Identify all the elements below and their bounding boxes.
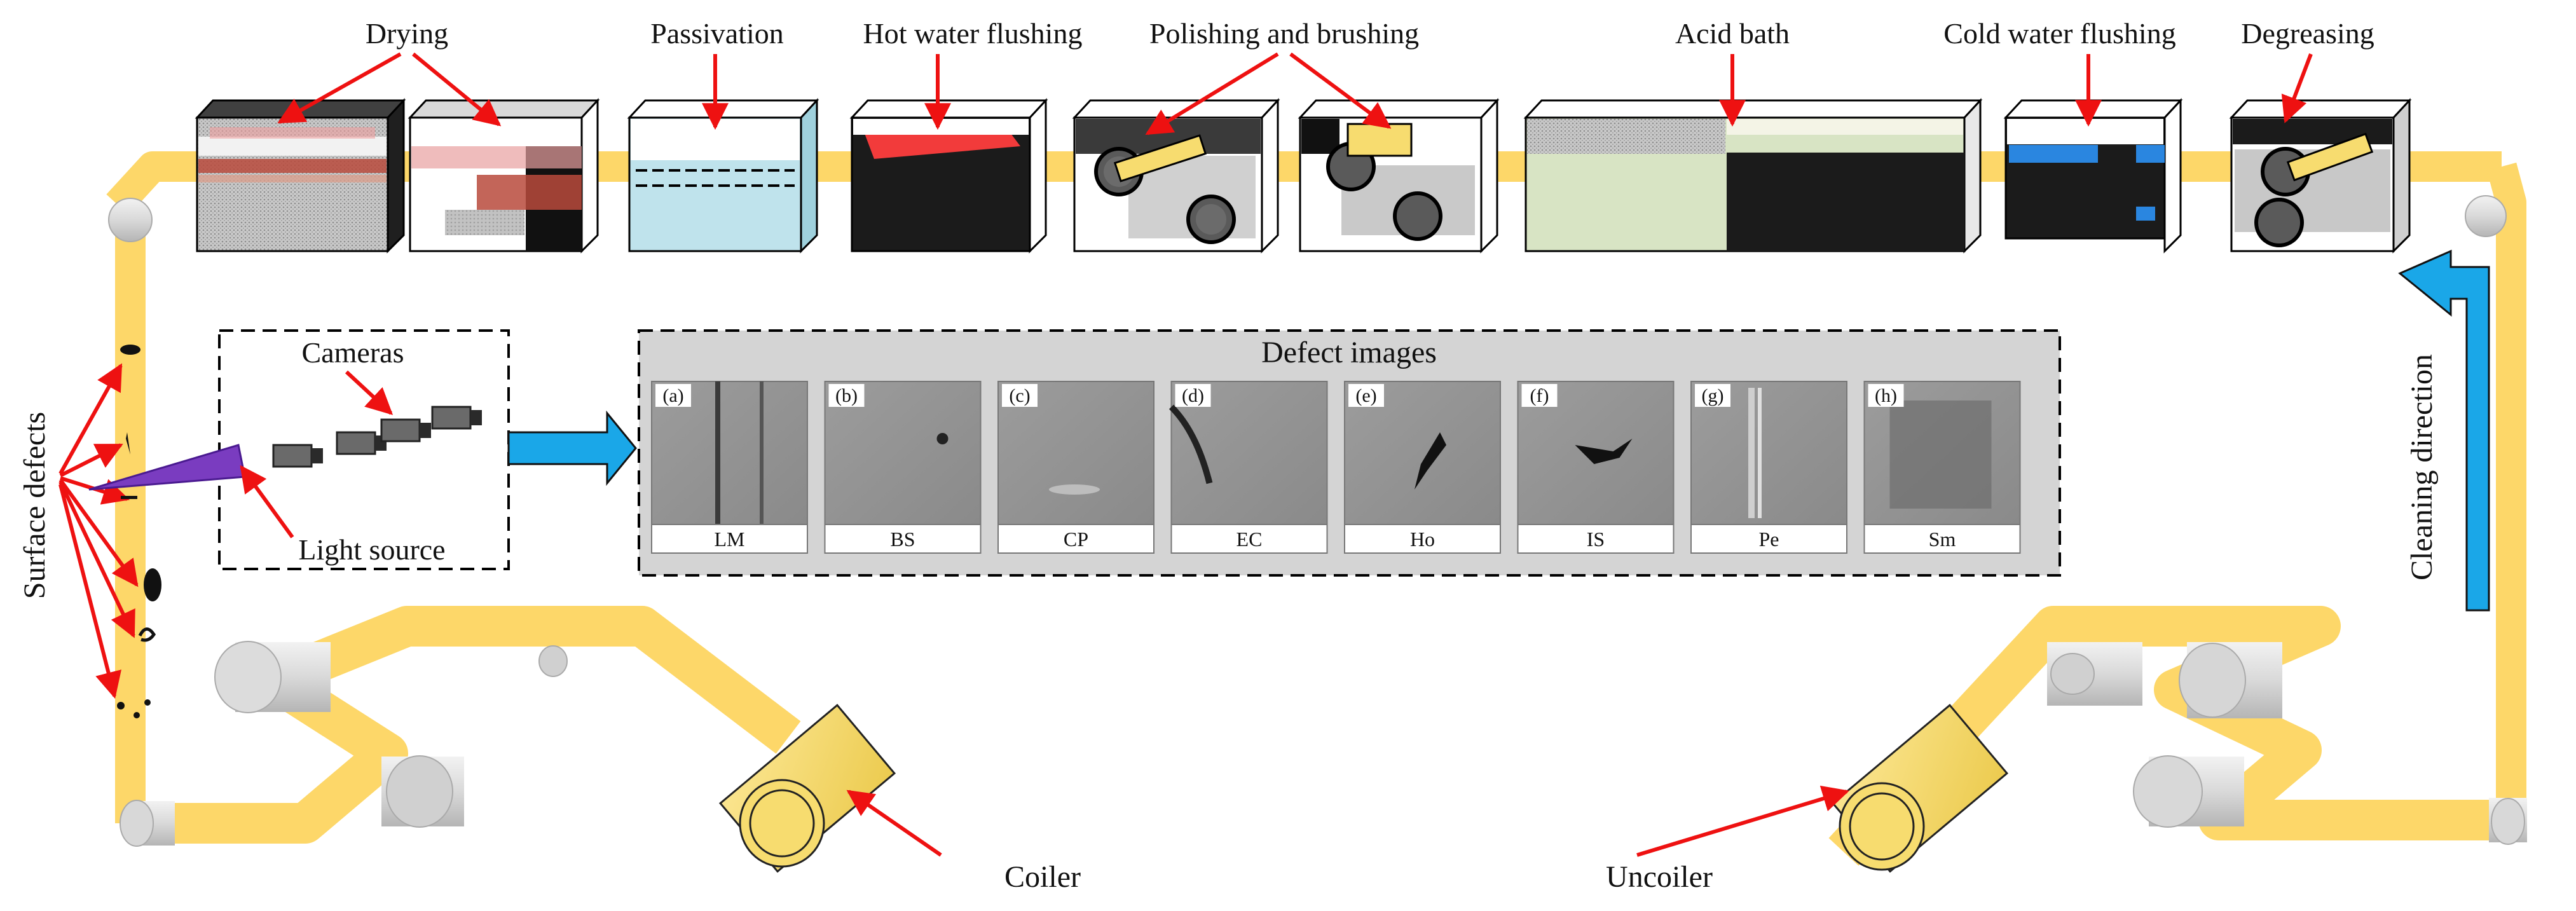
defect-panel-title: Defect images [1261, 336, 1437, 369]
defect-tile: (d) EC [1168, 381, 1328, 554]
defect-tag: (g) [1702, 385, 1724, 406]
defect-tag: (h) [1875, 385, 1897, 406]
defect-code: CP [1064, 528, 1088, 551]
station-label-hot-water: Hot water flushing [863, 17, 1083, 50]
station-arrows [277, 52, 2313, 857]
defect-caption-box [997, 524, 1154, 554]
defect-tag-box [655, 384, 691, 407]
guide-rollers [108, 195, 2527, 847]
defect-tag-box [1868, 384, 1904, 407]
defect-caption-box [1690, 524, 1847, 554]
station-label-polishing: Polishing and brushing [1149, 17, 1419, 50]
station-label-drying: Drying [366, 17, 448, 50]
defect-tag-box [1175, 384, 1211, 407]
roller-uncoiler-side-3 [2133, 755, 2244, 828]
roller-coiler-side-2 [381, 755, 464, 828]
station-label-degreasing: Degreasing [2241, 17, 2374, 50]
cleaning-direction-arrow [2398, 249, 2490, 612]
uncoiler-label: Uncoiler [1606, 860, 1713, 894]
defect-code: Sm [1929, 528, 1956, 551]
defect-tag: (c) [1009, 385, 1030, 406]
defect-tag: (d) [1182, 385, 1204, 406]
defect-caption-box [1344, 524, 1501, 554]
roller-bottom-left [120, 800, 175, 847]
defect-tag: (a) [662, 385, 683, 406]
tank-acid-bath [1523, 98, 1983, 254]
camera-icon [272, 444, 323, 468]
coiler [718, 704, 896, 873]
tank-degreasing [2229, 98, 2412, 254]
flow-arrow-icon [507, 410, 637, 486]
defect-tag: (e) [1355, 385, 1376, 406]
station-label-cold-water: Cold water flushing [1943, 17, 2175, 50]
defect-caption-box [1517, 524, 1675, 554]
defect-image [1344, 381, 1501, 525]
station-label-acid: Acid bath [1675, 17, 1790, 50]
tank-polishing-2 [1298, 98, 1500, 254]
tank-passivation [627, 98, 819, 254]
coiler-label: Coiler [1004, 860, 1081, 894]
defect-tag-box [1521, 384, 1558, 407]
cleaning-direction-label: Cleaning direction [2405, 354, 2439, 580]
camera-icon [380, 418, 431, 442]
defect-code: EC [1237, 528, 1263, 551]
tank-cold-water [2003, 98, 2183, 254]
roller-uncoiler-side-2 [2179, 642, 2282, 718]
defect-code: BS [890, 528, 915, 551]
light-source-beam [88, 444, 246, 491]
defect-tile: (h) Sm [1863, 381, 2021, 554]
defect-tag-box [1695, 384, 1730, 407]
camera-icon [336, 431, 387, 455]
defect-tile: (g) Pe [1690, 381, 1847, 554]
roller-bottom-right [2489, 798, 2527, 845]
tank-hot-water [849, 98, 1048, 254]
arrow-degreasing [2281, 53, 2313, 123]
roller-top-left [108, 198, 153, 242]
defect-code: Pe [1759, 528, 1779, 551]
arrow-drying-1 [277, 52, 402, 124]
camera-icon [431, 406, 482, 430]
defect-caption-box [651, 524, 808, 554]
roller-uncoiler-side-1 [2047, 642, 2142, 706]
surface-defect-marks [117, 345, 161, 718]
uncoiler [1831, 704, 2009, 873]
defect-code: LM [715, 528, 745, 551]
defect-tag: (f) [1530, 385, 1549, 406]
arrow-polishing-2 [1289, 52, 1392, 129]
camera-array [272, 406, 482, 468]
defect-tile: (f) IS [1517, 381, 1675, 554]
surface-defects-label: Surface defects [18, 412, 51, 599]
light-source-label: Light source [298, 533, 445, 566]
defect-caption-box [1863, 524, 2021, 554]
roller-top-right [2465, 195, 2507, 237]
arrow-light-source [240, 465, 294, 538]
roller-coiler-side-1 [214, 641, 331, 713]
tank-drying-1 [195, 98, 406, 254]
tank-drying-2 [408, 98, 600, 254]
tank-polishing-1 [1072, 98, 1280, 254]
defect-code: Ho [1410, 528, 1435, 551]
defect-tag-box [828, 384, 865, 407]
defect-caption-box [1170, 524, 1328, 554]
defect-caption-box [824, 524, 982, 554]
cameras-label: Cameras [302, 336, 404, 369]
defect-code: IS [1587, 528, 1605, 551]
roller-coiler-side-3 [538, 645, 568, 677]
arrow-drying-2 [412, 52, 502, 127]
defect-tile: (b) BS [824, 381, 982, 554]
station-label-passivation: Passivation [650, 17, 784, 50]
defect-tag-box [1348, 384, 1384, 407]
defect-tag: (b) [835, 385, 858, 406]
defect-tile: (e) Ho [1344, 381, 1501, 554]
arrow-coiler [846, 790, 942, 857]
defect-tile: (c) CP [997, 381, 1154, 554]
arrow-polishing-1 [1145, 52, 1279, 135]
defect-tag-box [1002, 384, 1038, 407]
defect-tile: (a) LM [651, 381, 808, 554]
arrow-uncoiler [1636, 785, 1850, 857]
defect-tiles: (a) LM (b) BS (c) CP (d) EC (e) Ho (f) IS (g) Pe (h) Sm [651, 381, 2021, 554]
arrow-cameras [345, 370, 394, 415]
